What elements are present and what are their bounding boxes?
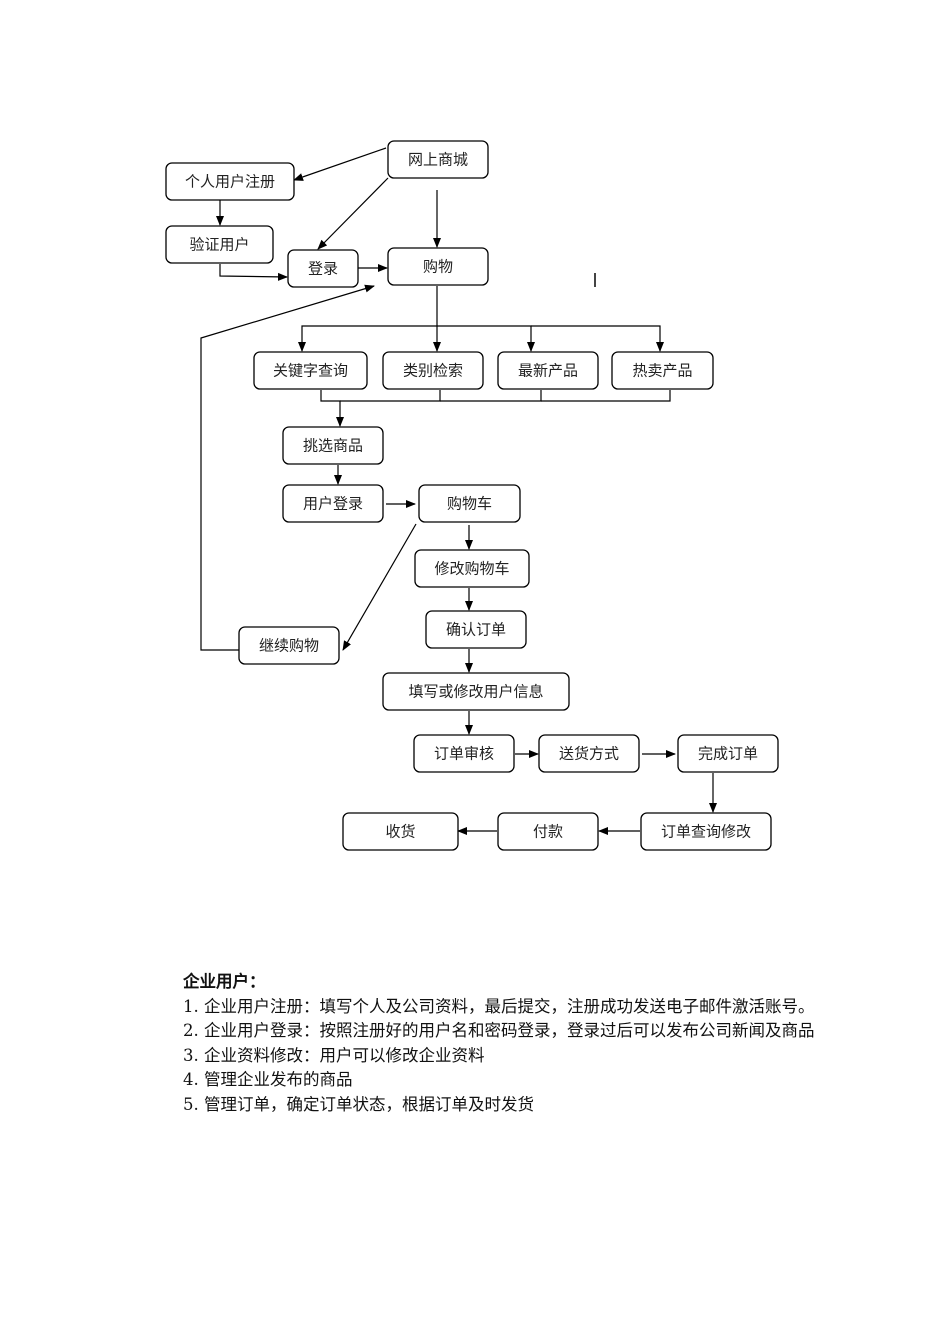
node-label: 登录 bbox=[308, 260, 338, 278]
edge-continue-to-shopping bbox=[200, 284, 375, 651]
node-delivery: 送货方式 bbox=[538, 734, 640, 773]
node-box bbox=[382, 351, 484, 390]
node-label: 继续购物 bbox=[259, 637, 319, 655]
node-box bbox=[611, 351, 714, 390]
node-label: 购物 bbox=[423, 258, 453, 276]
edge-mall-to-register bbox=[293, 147, 387, 181]
node-register: 个人用户注册 bbox=[165, 162, 295, 201]
node-box bbox=[497, 812, 599, 851]
list-item: 3. 企业资料修改：用户可以修改企业资料 bbox=[183, 1045, 485, 1065]
node-label: 收货 bbox=[385, 823, 415, 841]
edge-shopping-to-newest bbox=[437, 325, 535, 352]
node-keyword: 关键字查询 bbox=[253, 351, 368, 390]
node-box bbox=[253, 351, 368, 390]
node-shopping: 购物 bbox=[387, 247, 489, 286]
node-box bbox=[165, 162, 295, 201]
node-review: 订单审核 bbox=[413, 734, 515, 773]
edge-category-to-select bbox=[340, 390, 441, 402]
node-userlogin: 用户登录 bbox=[282, 484, 384, 523]
node-box bbox=[342, 812, 459, 851]
node-confirm: 确认订单 bbox=[425, 610, 527, 649]
node-newest: 最新产品 bbox=[497, 351, 599, 390]
list-item: 4. 管理企业发布的商品 bbox=[183, 1070, 353, 1089]
node-box bbox=[165, 225, 274, 264]
node-receive: 收货 bbox=[342, 812, 459, 851]
node-box bbox=[418, 484, 521, 523]
node-label: 送货方式 bbox=[559, 745, 619, 763]
node-complete: 完成订单 bbox=[677, 734, 779, 773]
node-box bbox=[640, 812, 772, 851]
node-label: 修改购物车 bbox=[434, 560, 509, 578]
node-fillinfo: 填写或修改用户信息 bbox=[382, 672, 570, 711]
node-box bbox=[238, 626, 340, 665]
node-label: 类别检索 bbox=[403, 362, 463, 380]
edge-cart-to-continue bbox=[342, 523, 417, 651]
node-label: 最新产品 bbox=[518, 362, 578, 380]
enterprise-user-section: 企业用户： 1. 企业用户注册：填写个人及公司资料，最后提交，注册成功发送电子邮… bbox=[145, 970, 815, 1117]
node-category: 类别检索 bbox=[382, 351, 484, 390]
node-box bbox=[538, 734, 640, 773]
edge-hot-to-select bbox=[541, 390, 671, 402]
edge-verify-to-login bbox=[219, 264, 288, 281]
node-label: 个人用户注册 bbox=[185, 173, 275, 191]
node-label: 完成订单 bbox=[698, 745, 758, 763]
node-box bbox=[282, 426, 384, 465]
node-label: 购物车 bbox=[447, 495, 492, 513]
node-box bbox=[282, 484, 384, 523]
list-item: 2. 企业用户登录：按照注册好的用户名和密码登录，登录过后可以发布公司新闻及商品 bbox=[183, 1021, 815, 1040]
node-label: 网上商城 bbox=[408, 151, 468, 169]
edge-shopping-to-keyword bbox=[298, 286, 438, 352]
node-query: 订单查询修改 bbox=[640, 812, 772, 851]
node-box bbox=[387, 140, 489, 179]
node-label: 订单查询修改 bbox=[661, 823, 751, 841]
node-box bbox=[425, 610, 527, 649]
node-cart: 购物车 bbox=[418, 484, 521, 523]
node-box bbox=[287, 249, 359, 288]
node-box bbox=[413, 734, 515, 773]
text-cursor bbox=[594, 273, 596, 287]
node-box bbox=[677, 734, 779, 773]
node-verify: 验证用户 bbox=[165, 225, 274, 264]
node-select: 挑选商品 bbox=[282, 426, 384, 465]
list-item: 5. 管理订单，确定订单状态，根据订单及时发货 bbox=[183, 1094, 534, 1114]
node-label: 订单审核 bbox=[434, 745, 494, 763]
node-label: 用户登录 bbox=[303, 495, 363, 513]
node-login: 登录 bbox=[287, 249, 359, 288]
edge-mall-to-login bbox=[317, 177, 389, 250]
node-box bbox=[382, 672, 570, 711]
node-mall: 网上商城 bbox=[387, 140, 489, 179]
section-heading: 企业用户： bbox=[183, 972, 266, 991]
node-label: 付款 bbox=[533, 823, 563, 841]
edge-shopping-to-hot bbox=[531, 325, 664, 352]
node-label: 确认订单 bbox=[446, 621, 506, 639]
node-label: 关键字查询 bbox=[273, 362, 348, 380]
node-label: 验证用户 bbox=[189, 236, 249, 254]
node-editcart: 修改购物车 bbox=[414, 549, 530, 588]
node-label: 填写或修改用户信息 bbox=[408, 683, 543, 701]
node-box bbox=[387, 247, 489, 286]
node-label: 挑选商品 bbox=[303, 437, 363, 455]
edge-keyword-to-select bbox=[320, 390, 344, 427]
edge-newest-to-select bbox=[440, 390, 542, 402]
node-hot: 热卖产品 bbox=[611, 351, 714, 390]
node-label: 热卖产品 bbox=[632, 362, 692, 380]
list-item: 1. 企业用户注册：填写个人及公司资料，最后提交，注册成功发送电子邮件激活账号。 bbox=[183, 996, 815, 1016]
node-box bbox=[497, 351, 599, 390]
node-box bbox=[414, 549, 530, 588]
node-pay: 付款 bbox=[497, 812, 599, 851]
node-continue: 继续购物 bbox=[238, 626, 340, 665]
